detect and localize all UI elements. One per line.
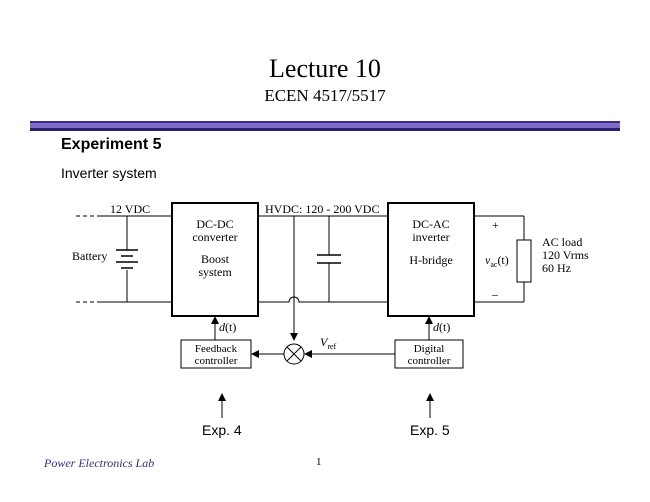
duty-label-inverter: d(t) xyxy=(433,320,450,334)
digital-label-2: controller xyxy=(408,355,451,367)
exp4-label: Exp. 4 xyxy=(202,422,242,438)
vac-symbol: v xyxy=(485,253,491,267)
load-label-2: 120 Vrms xyxy=(542,248,589,262)
vac-subscript: ac xyxy=(490,260,498,269)
plus-sign: + xyxy=(492,218,499,232)
header-rule-middle xyxy=(30,123,620,128)
input-voltage-label: 12 VDC xyxy=(110,202,150,216)
vref-label: Vref xyxy=(320,335,337,351)
boost-label-3: Boost xyxy=(201,252,230,266)
page-number: 1 xyxy=(316,456,322,468)
vref-subscript: ref xyxy=(327,342,336,351)
exp5-label: Exp. 5 xyxy=(410,422,450,438)
vref-symbol: V xyxy=(320,335,329,349)
lecture-title: Lecture 10 xyxy=(269,54,381,83)
duty-argument-boost: (t) xyxy=(225,320,236,334)
slide-heading: Experiment 5 xyxy=(61,136,162,153)
battery-label: Battery xyxy=(72,249,107,263)
vac-argument: (t) xyxy=(497,253,508,267)
hvdc-label: HVDC: 120 - 200 VDC xyxy=(265,202,379,216)
header-rule-bottom xyxy=(30,128,620,131)
slide-subheading: Inverter system xyxy=(61,165,157,181)
feedback-label-2: controller xyxy=(195,355,238,367)
boost-label-2: converter xyxy=(192,230,237,244)
vac-label: vac(t) xyxy=(485,253,509,269)
hvdc-bottom-wire xyxy=(258,296,388,303)
duty-symbol-inverter: d xyxy=(433,320,440,334)
footer-lab-name: Power Electronics Lab xyxy=(44,456,155,470)
load-label-1: AC load xyxy=(542,235,582,249)
summing-cross-2 xyxy=(286,346,302,362)
minus-sign: – xyxy=(491,287,499,301)
duty-label-boost: d(t) xyxy=(219,320,236,334)
boost-label-1: DC-DC xyxy=(196,217,233,231)
header-rule-top xyxy=(30,121,620,123)
inverter-label-3: H-bridge xyxy=(409,253,452,267)
duty-argument-inverter: (t) xyxy=(439,320,450,334)
ac-load-resistor xyxy=(516,239,532,283)
course-code: ECEN 4517/5517 xyxy=(264,86,386,105)
boost-label-4: system xyxy=(198,265,232,279)
digital-label-1: Digital xyxy=(414,343,445,355)
duty-symbol-boost: d xyxy=(219,320,226,334)
inverter-label-2: inverter xyxy=(412,230,449,244)
inverter-label-1: DC-AC xyxy=(412,217,449,231)
load-label-3: 60 Hz xyxy=(542,261,571,275)
feedback-label-1: Feedback xyxy=(195,343,238,355)
